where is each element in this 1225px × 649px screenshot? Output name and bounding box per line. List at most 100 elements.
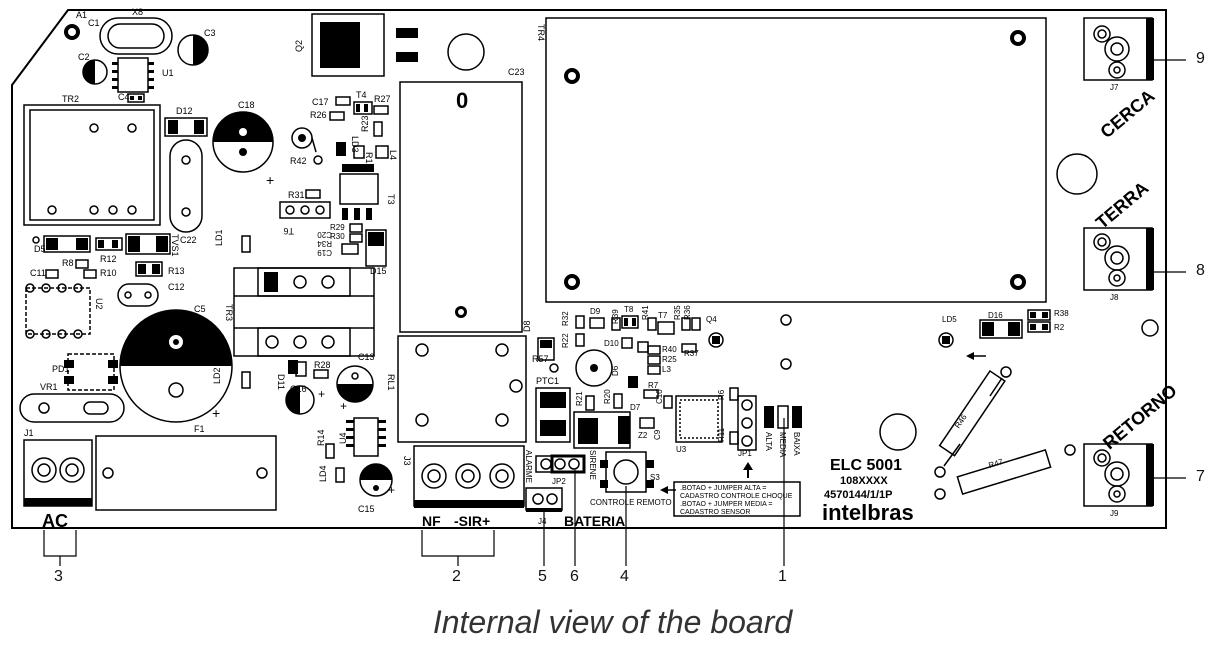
test-pad-2 xyxy=(780,358,792,370)
svg-text:R42: R42 xyxy=(290,156,307,166)
svg-text:JP1: JP1 xyxy=(738,449,752,458)
capacitor-c16: C16 + xyxy=(285,384,325,415)
svg-text:.BOTAO + JUMPER MEDIA =: .BOTAO + JUMPER MEDIA = xyxy=(680,501,772,508)
svg-text:D12: D12 xyxy=(176,106,193,116)
svg-text:R35: R35 xyxy=(673,305,682,320)
ld5-d16-r38-r2: LD5 D16 R38 R2 xyxy=(938,309,1069,360)
svg-text:Q2: Q2 xyxy=(294,40,304,52)
diode-d12: D12 xyxy=(164,106,208,137)
capacitor-c15: C15 + xyxy=(358,463,395,514)
svg-text:R13: R13 xyxy=(168,266,185,276)
svg-text:R38: R38 xyxy=(1054,309,1069,318)
svg-text:T6: T6 xyxy=(283,226,294,236)
mounting-hole-right xyxy=(1056,153,1098,195)
svg-text:R11: R11 xyxy=(717,427,726,442)
svg-text:C22: C22 xyxy=(180,235,197,245)
svg-text:PD1: PD1 xyxy=(52,364,70,374)
callout-5: 5 xyxy=(538,568,547,585)
svg-text:108XXXX: 108XXXX xyxy=(840,475,888,487)
svg-text:X8: X8 xyxy=(132,7,143,17)
svg-text:T7: T7 xyxy=(658,311,668,320)
svg-text:J7: J7 xyxy=(1110,83,1119,92)
svg-text:LD1: LD1 xyxy=(214,229,224,246)
test-pad-1 xyxy=(780,314,792,326)
transformer-tr2: TR2 xyxy=(23,94,161,226)
svg-text:D6: D6 xyxy=(611,365,620,376)
svg-text:D7: D7 xyxy=(630,403,641,412)
svg-text:C20: C20 xyxy=(317,230,332,239)
svg-text:R14: R14 xyxy=(316,429,326,446)
mounting-hole-small xyxy=(1141,319,1159,337)
svg-text:R32: R32 xyxy=(561,311,570,326)
diode-d15: D15 xyxy=(365,229,387,276)
capacitor-c2: C2 xyxy=(78,52,108,85)
svg-text:R31: R31 xyxy=(288,190,305,200)
svg-text:R23: R23 xyxy=(360,115,370,132)
svg-text:ALTA: ALTA xyxy=(764,432,773,451)
svg-text:MEDIA: MEDIA xyxy=(778,432,787,458)
svg-text:T4: T4 xyxy=(356,90,367,100)
relay-rl1: RL1 xyxy=(386,335,527,443)
r29-r30-c20-r34-c19: R29 R30 C20 R34 C19 xyxy=(317,223,363,257)
svg-text:R27: R27 xyxy=(374,94,391,104)
svg-text:C17: C17 xyxy=(312,97,329,107)
svg-text:J3: J3 xyxy=(402,456,412,466)
svg-text:U1: U1 xyxy=(162,68,174,78)
svg-text:F1: F1 xyxy=(194,424,205,434)
ac-label: AC xyxy=(42,511,68,531)
crystal-c22: C22 xyxy=(169,139,203,245)
callout-4: 4 xyxy=(620,568,629,585)
fuse-f1: F1 xyxy=(95,424,277,511)
resistor-r47: R47 xyxy=(934,444,1076,500)
c17-t4-r27: C17 T4 R27 xyxy=(312,90,391,115)
d11-r28: D11 R28 xyxy=(276,360,331,390)
transistor-t3: T3 xyxy=(339,164,396,220)
svg-text:R16: R16 xyxy=(364,152,374,169)
svg-text:J1: J1 xyxy=(24,428,34,438)
svg-text:C12: C12 xyxy=(168,282,185,292)
svg-text:D15: D15 xyxy=(370,266,387,276)
svg-text:C13: C13 xyxy=(358,352,375,362)
led-ld1: LD1 xyxy=(214,229,251,253)
svg-text:LD5: LD5 xyxy=(942,315,957,324)
terminal-j1-ac: J1 AC xyxy=(23,428,93,531)
c1-label: C1 xyxy=(88,18,100,28)
svg-text:U2: U2 xyxy=(94,298,104,310)
svg-text:R21: R21 xyxy=(575,391,584,406)
varistor-vr1: VR1 xyxy=(19,382,125,423)
svg-text:BAIXA: BAIXA xyxy=(792,432,801,456)
transformer-tr4: TR4 xyxy=(536,17,1047,303)
d5-r12-tvs1: D5 R12 TVS1 xyxy=(32,233,180,264)
svg-text:CADASTRO CONTROLE CHOQUE: CADASTRO CONTROLE CHOQUE xyxy=(680,493,793,500)
svg-text:J8: J8 xyxy=(1110,293,1119,302)
chip-u2: U2 xyxy=(25,283,104,339)
svg-text:C19: C19 xyxy=(317,248,332,257)
svg-text:R47: R47 xyxy=(987,457,1004,470)
svg-text:C10: C10 xyxy=(655,389,664,404)
model-label: ELC 5001 xyxy=(830,457,902,474)
svg-text:C16: C16 xyxy=(290,384,307,394)
mounting-hole-top xyxy=(447,33,485,71)
capacitor-c23: 0 C23 xyxy=(399,67,525,333)
svg-text:R37: R37 xyxy=(684,349,699,358)
figure-caption: Internal view of the board xyxy=(432,604,793,640)
svg-text:LD4: LD4 xyxy=(318,465,328,482)
svg-text:L4: L4 xyxy=(388,150,398,160)
svg-text:C5: C5 xyxy=(194,304,206,314)
svg-text:U4: U4 xyxy=(338,432,348,444)
svg-text:C9: C9 xyxy=(653,429,662,440)
svg-text:+: + xyxy=(318,387,325,401)
svg-text:ALARME: ALARME xyxy=(524,450,533,483)
svg-text:R28: R28 xyxy=(314,360,331,370)
brand-logo: intelbras xyxy=(822,500,914,525)
svg-text:R12: R12 xyxy=(100,254,117,264)
svg-text:C23: C23 xyxy=(508,67,525,77)
svg-text:D11: D11 xyxy=(276,374,286,390)
svg-text:TR4: TR4 xyxy=(536,24,546,41)
svg-text:C4: C4 xyxy=(118,92,130,102)
svg-text:D5: D5 xyxy=(34,244,46,254)
svg-text:T8: T8 xyxy=(624,305,634,314)
svg-text:R10: R10 xyxy=(100,268,117,278)
r8-r10-r13-c11: R8 R10 R13 C11 xyxy=(30,258,185,279)
